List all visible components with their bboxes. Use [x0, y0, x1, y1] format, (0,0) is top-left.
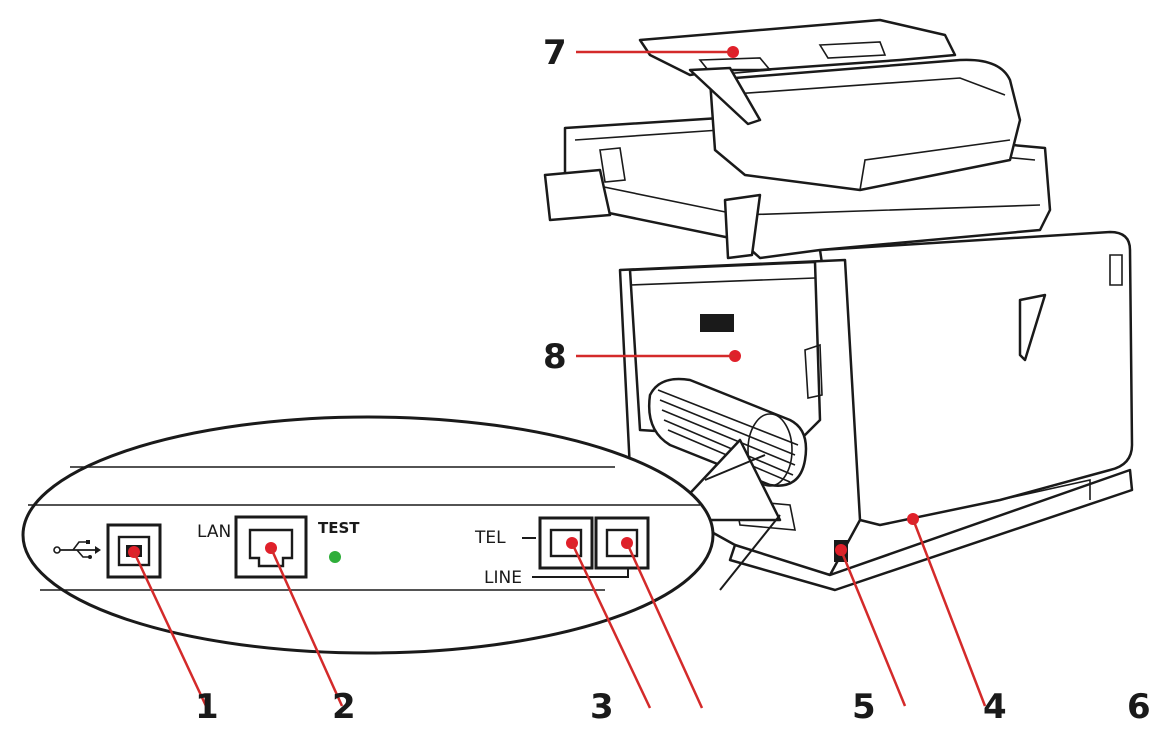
line-label: LINE: [484, 568, 522, 588]
printer-base: [728, 468, 1134, 592]
callout-3: 3: [590, 687, 614, 727]
cover-latch: [700, 314, 734, 332]
tel-label: TEL: [474, 528, 506, 548]
usb-icon: [53, 540, 101, 559]
callout-6: 6: [1127, 687, 1151, 727]
callout-markers: [128, 46, 987, 709]
callout-5: 5: [852, 687, 876, 727]
callout-1: 1: [195, 687, 219, 727]
connector-panel-zoom: LAN TEST TEL LINE: [21, 415, 782, 655]
test-led: [329, 551, 341, 563]
printer-side-panel: [818, 230, 1134, 527]
callout-2: 2: [332, 687, 356, 727]
callout-7: 7: [543, 33, 567, 73]
tel-port: [538, 516, 594, 570]
callout-numbers: 1 2 3 5 4 6 7 8: [195, 33, 1151, 727]
document-feeder-tray: [638, 18, 957, 77]
callout-4: 4: [983, 687, 1007, 727]
zoom-oval: [21, 415, 715, 655]
lan-label: LAN: [197, 522, 231, 542]
callout-8: 8: [543, 337, 567, 377]
test-label: TEST: [318, 519, 360, 537]
printer-illustration: [543, 18, 1134, 592]
adf-cover: [708, 58, 1022, 192]
vent-grille: [647, 377, 808, 487]
